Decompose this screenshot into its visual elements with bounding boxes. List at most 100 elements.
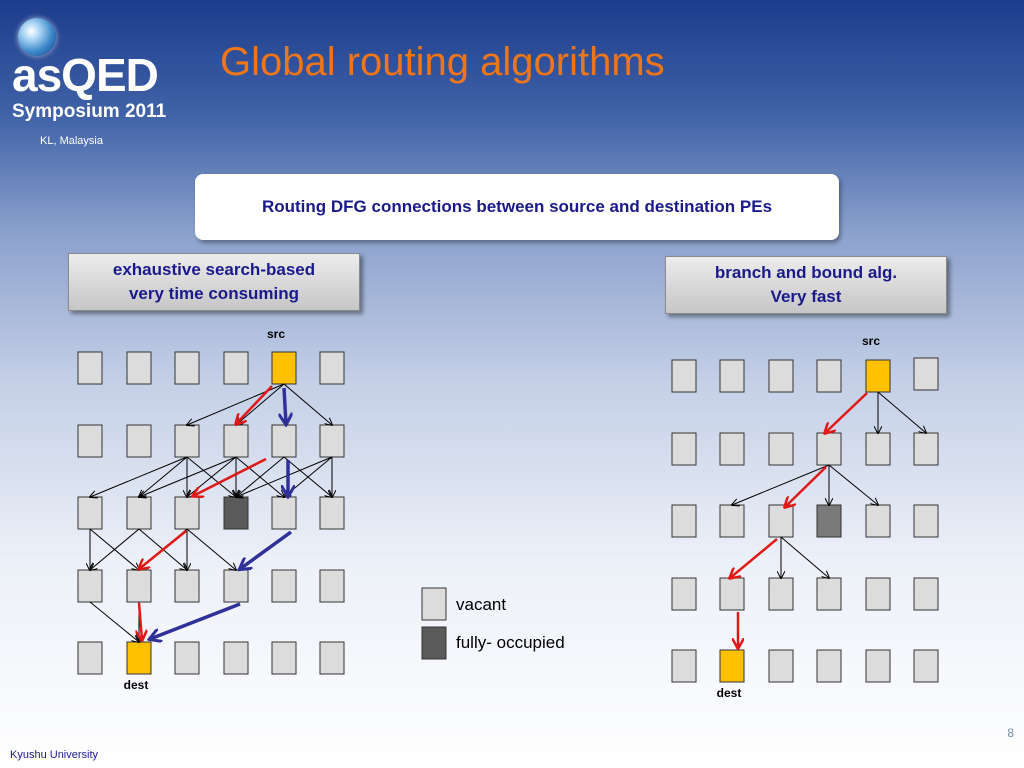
pe-cell-vacant [865, 577, 891, 611]
search-edge [780, 536, 829, 578]
pe-cell-vacant [816, 432, 842, 466]
pe-cell-vacant [913, 432, 939, 466]
exhaustive-red-path-arrow [139, 602, 142, 640]
pe-cell-vacant [671, 504, 697, 538]
exhaustive-label-line1: exhaustive search-based [112, 260, 316, 279]
legend-vacant-swatch [421, 587, 447, 621]
legend [421, 587, 447, 660]
pe-cell-dest [719, 649, 745, 683]
branch-bound-src-label: src [862, 334, 880, 348]
pe-cell-vacant [223, 641, 249, 675]
pe-cell-vacant [77, 641, 103, 675]
branch-bound-red-path-arrow [785, 466, 827, 507]
legend-occupied-swatch [421, 626, 447, 660]
pe-cell-src [865, 359, 891, 393]
pe-cell-vacant [271, 569, 297, 603]
search-edge [236, 456, 333, 497]
pe-cell-vacant [865, 504, 891, 538]
pe-cell-vacant [719, 504, 745, 538]
exhaustive-red-path-arrow [193, 457, 267, 496]
pe-cell-vacant [913, 577, 939, 611]
routed-paths [139, 385, 868, 648]
pe-cell-vacant [816, 649, 842, 683]
pe-cell-vacant [319, 569, 345, 603]
pe-cell-vacant [223, 351, 249, 385]
search-edge [139, 456, 188, 497]
pe-cell-vacant [768, 432, 794, 466]
event-name: Symposium 2011 [12, 101, 167, 122]
pe-cell-vacant [768, 504, 794, 538]
exhaustive-red-path-arrow [139, 530, 187, 569]
search-edge [89, 601, 139, 642]
exhaustive-blue-path-arrow [284, 387, 286, 424]
search-edge [139, 456, 237, 497]
pe-cell-occupied [223, 496, 249, 530]
pe-cell-vacant [77, 351, 103, 385]
pe-cell-vacant [319, 496, 345, 530]
branch-bound-dest-label: dest [717, 686, 742, 700]
pe-cell-vacant [319, 351, 345, 385]
pe-cell-vacant [77, 424, 103, 458]
legend-vacant-label: vacant [456, 595, 507, 614]
exhaustive-dest-label: dest [124, 678, 149, 692]
pe-cell-vacant [865, 432, 891, 466]
pe-cell-vacant [671, 359, 697, 393]
pe-cell-vacant [174, 569, 200, 603]
search-edge [283, 383, 332, 425]
pe-cell-vacant [174, 351, 200, 385]
pe-cell-vacant [913, 504, 939, 538]
branch-bound-red-path-arrow [730, 538, 778, 578]
pe-cell-vacant [719, 432, 745, 466]
pe-cell-vacant [768, 577, 794, 611]
exhaustive-blue-path-arrow [150, 602, 241, 639]
pe-cell-vacant [126, 496, 152, 530]
logo-text: asQED [12, 49, 159, 101]
globe-icon [18, 18, 56, 56]
pe-cell-vacant [223, 424, 249, 458]
search-edge [90, 456, 188, 497]
pe-cell-vacant [223, 569, 249, 603]
branch-bound-label-box: branch and bound alg. Very fast [665, 256, 947, 314]
subtitle-box: Routing DFG connections between source a… [195, 174, 839, 240]
search-edge [877, 391, 926, 433]
pe-cell-occupied [816, 504, 842, 538]
branch-bound-red-path-arrow [825, 392, 868, 433]
search-edge [828, 464, 878, 505]
pe-cell-vacant [126, 351, 152, 385]
search-edge [236, 383, 285, 425]
pe-cell-vacant [865, 649, 891, 683]
pe-cell-vacant [77, 496, 103, 530]
branch-bound-label-line1: branch and bound alg. [714, 263, 898, 282]
pe-cell-vacant [126, 424, 152, 458]
search-edge [90, 528, 140, 570]
pe-cell-vacant [719, 359, 745, 393]
pe-cell-vacant [174, 641, 200, 675]
pe-cell-vacant [319, 424, 345, 458]
legend-occupied-label: fully- occupied [456, 633, 565, 652]
pe-cell-vacant [816, 577, 842, 611]
pe-cell-vacant [816, 359, 842, 393]
pe-cell-vacant [126, 569, 152, 603]
pe-cell-vacant [271, 641, 297, 675]
footer-text: Kyushu University [10, 749, 99, 761]
pe-cell-vacant [319, 641, 345, 675]
pe-cell-vacant [768, 649, 794, 683]
exhaustive-label-box: exhaustive search-based very time consum… [68, 253, 360, 311]
exhaustive-label-line2: very time consuming [128, 284, 300, 303]
subtitle-text: Routing DFG connections between source a… [261, 197, 773, 216]
pe-cell-vacant [271, 424, 297, 458]
page-number: 8 [1007, 726, 1014, 740]
pe-cell-vacant [77, 569, 103, 603]
pe-cell-vacant [174, 424, 200, 458]
pe-cell-vacant [671, 649, 697, 683]
pe-cell-vacant [719, 577, 745, 611]
search-edge [732, 464, 830, 505]
search-edge [236, 456, 285, 497]
pe-cell-vacant [671, 577, 697, 611]
pe-cell-vacant [913, 649, 939, 683]
branch-bound-pe-grid [671, 357, 939, 683]
exhaustive-red-path-arrow [236, 385, 273, 424]
exhaustive-blue-path-arrow [240, 530, 293, 569]
branch-bound-label-line2: Very fast [770, 287, 842, 306]
